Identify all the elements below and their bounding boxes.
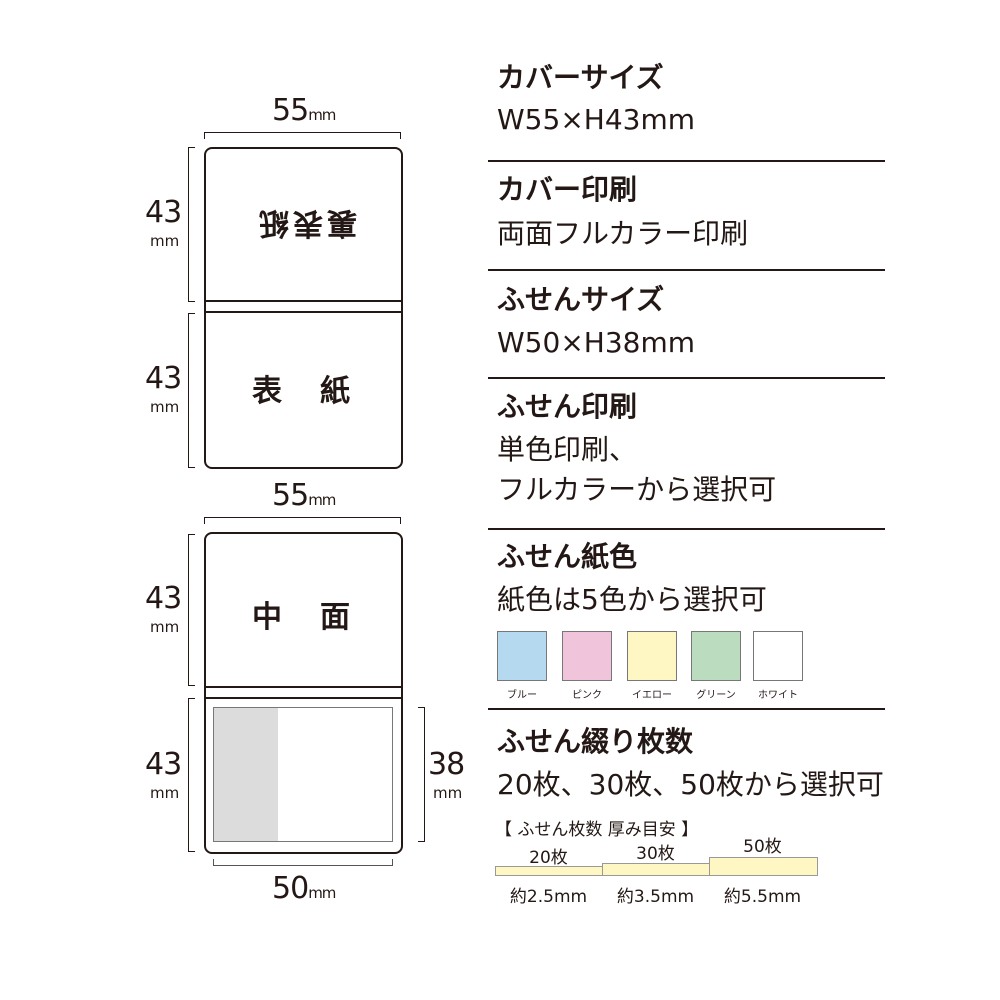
spec-value: 20枚、30枚、50枚から選択可 [497,768,884,801]
color-label: ピンク [572,690,602,701]
inner-width-bracket [204,517,401,524]
color-label: イエロー [632,690,672,701]
front-cover-label: 表 紙 [252,374,354,409]
spec-heading: カバー印刷 [497,173,638,206]
spec-heading: カバーサイズ [497,61,664,94]
color-swatch-pink [562,631,612,681]
thickness-value: 約3.5mm [616,887,695,907]
unit: mm [150,784,180,802]
spec-value: フルカラーから選択可 [497,473,777,506]
spec-heading: ふせん印刷 [497,390,638,423]
unit: mm [308,884,336,902]
unit: mm [150,618,180,636]
unit: mm [308,106,336,124]
height-label: 43 [145,581,182,616]
divider [488,708,885,710]
sheet-count: 20枚 [529,848,568,868]
color-swatch-yellow [627,631,677,681]
color-swatch-white [753,631,803,681]
cover-fold-line [204,311,403,313]
color-label: グリーン [696,690,736,701]
height-bracket [188,698,195,852]
sheet-count: 50枚 [743,837,782,857]
divider [488,269,885,271]
unit: mm [433,784,463,802]
middle-label: 中 面 [252,600,354,635]
height-label: 43 [145,747,182,782]
sticky-width-value: 50 [272,871,309,906]
thickness-bar-50 [709,857,818,876]
spec-value: W55×H43mm [497,103,696,136]
divider [488,377,885,379]
spec-heading: ふせんサイズ [497,283,665,316]
inner-width-label: 55mm [272,478,336,513]
spec-value: 紙色は5色から選択可 [497,583,767,616]
cover-width-bracket [204,132,401,139]
divider [488,160,885,162]
color-swatch-green [691,631,741,681]
height-bracket [188,313,195,468]
thickness-bar-30 [602,863,710,876]
sticky-height-bracket [418,707,425,842]
sticky-note [213,707,393,842]
sheet-count: 30枚 [636,844,675,864]
spec-value: 両面フルカラー印刷 [497,217,749,250]
sticky-adhesive-area [214,708,278,841]
thickness-value: 約2.5mm [509,887,588,907]
cover-width-value: 55 [272,93,309,128]
color-label: ホワイト [758,690,798,701]
spec-value: 単色印刷、 [497,433,638,466]
spec-value: W50×H38mm [497,326,696,359]
divider [488,528,885,530]
cover-card [204,147,403,469]
thickness-title: 【 ふせん枚数 厚み目安 】 [495,820,699,840]
color-label: ブルー [507,690,537,701]
height-bracket [188,147,195,302]
spec-heading: ふせん綴り枚数 [497,725,694,758]
cover-fold-line [204,300,403,302]
unit: mm [308,491,336,509]
thickness-value: 約5.5mm [723,887,802,907]
height-label: 43 [145,361,182,396]
back-cover-label: 裏表紙 [255,205,357,240]
height-label: 43 [145,195,182,230]
sticky-height-label: 38 [428,747,465,782]
color-swatch-blue [497,631,547,681]
sticky-width-bracket [213,859,393,866]
cover-width-label: 55mm [272,93,336,128]
height-bracket [188,534,195,686]
sticky-width-label: 50mm [272,871,336,906]
thickness-bar-20 [495,866,603,876]
inner-width-value: 55 [272,478,309,513]
unit: mm [150,398,180,416]
inner-fold-line [204,686,403,688]
spec-heading: ふせん紙色 [497,540,638,573]
inner-fold-line [204,697,403,699]
unit: mm [150,232,180,250]
